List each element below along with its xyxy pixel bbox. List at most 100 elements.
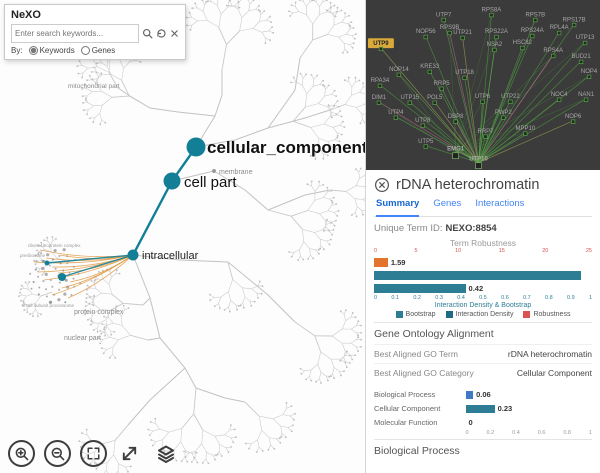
interaction-edge: [409, 101, 479, 163]
tree-leaf: [329, 1, 332, 4]
gene-node[interactable]: [441, 17, 446, 23]
term-node[interactable]: [44, 260, 50, 266]
tab-summary[interactable]: Summary: [376, 198, 420, 217]
interaction-edge: [398, 73, 479, 163]
search-by-keywords[interactable]: Keywords: [28, 46, 75, 55]
close-details-button[interactable]: [374, 177, 390, 193]
zoom-out-button[interactable]: [44, 440, 71, 467]
gene-node[interactable]: [396, 72, 402, 77]
gene-node[interactable]: [582, 40, 588, 46]
gene-node[interactable]: [377, 83, 383, 88]
cluster-node: [48, 300, 53, 304]
gene-node[interactable]: [557, 30, 562, 36]
gene-node[interactable]: [483, 134, 488, 139]
gene-label: RPA34: [371, 78, 390, 84]
tree-leaf: [357, 350, 359, 353]
refresh-icon[interactable]: [156, 28, 167, 39]
clear-search-icon[interactable]: [170, 29, 179, 38]
tree-leaf: [272, 31, 275, 34]
tab-interactions[interactable]: Interactions: [475, 198, 525, 209]
gene-node[interactable]: [407, 100, 412, 105]
gene-node[interactable]: [530, 33, 535, 39]
gene-node[interactable]: [423, 144, 428, 149]
gene-node[interactable]: [378, 46, 384, 52]
gene-node[interactable]: [427, 69, 432, 74]
term-node[interactable]: [163, 172, 181, 190]
tree-leaf: [32, 315, 34, 318]
tree-leaf: [331, 151, 334, 154]
gene-node[interactable]: [578, 59, 584, 65]
gene-node[interactable]: [420, 123, 425, 128]
gene-node[interactable]: [523, 131, 528, 136]
gene-node[interactable]: [501, 115, 506, 120]
gene-node[interactable]: [432, 100, 437, 105]
gene-label: NOP6: [565, 114, 582, 120]
fit-to-screen-button[interactable]: [80, 440, 107, 467]
tree-leaf: [310, 74, 313, 76]
tree-leaf: [97, 337, 100, 340]
tree-leaf: [230, 446, 232, 448]
tree-leaf: [288, 10, 290, 13]
term-label: small subunit processome: [22, 303, 75, 308]
tree-leaf: [322, 157, 325, 160]
gene-node[interactable]: [571, 22, 577, 28]
gene-node[interactable]: [447, 30, 452, 36]
tree-leaf: [336, 6, 339, 9]
interaction-edge: [478, 19, 536, 163]
layers-button[interactable]: [152, 440, 179, 467]
gene-node[interactable]: [508, 99, 513, 104]
tree-leaf: [78, 440, 81, 442]
gene-node[interactable]: [423, 34, 428, 40]
gene-node[interactable]: [583, 97, 589, 102]
tree-leaf: [100, 332, 103, 335]
tree-leaf: [316, 74, 318, 77]
zoom-in-button[interactable]: [8, 440, 35, 467]
fit-selected-button[interactable]: [116, 440, 143, 467]
term-node[interactable]: [186, 137, 206, 157]
gene-node[interactable]: [494, 34, 499, 40]
keywords-radio[interactable]: [28, 46, 38, 55]
search-icon[interactable]: [142, 28, 153, 39]
genes-radio[interactable]: [80, 46, 90, 55]
gene-node[interactable]: [393, 115, 399, 120]
gene-node[interactable]: [551, 53, 556, 59]
tree-leaf: [102, 269, 104, 272]
gene-node[interactable]: [462, 75, 467, 80]
gene-node[interactable]: [557, 97, 562, 102]
tab-genes[interactable]: Genes: [433, 198, 462, 209]
search-by-genes[interactable]: Genes: [80, 46, 115, 55]
gene-node[interactable]: [460, 35, 465, 41]
gene-node[interactable]: [475, 162, 482, 169]
gene-node[interactable]: [376, 100, 382, 105]
tree-leaf: [299, 72, 302, 75]
tree-leaf: [335, 203, 337, 205]
tree-leaf: [322, 79, 324, 82]
gene-node[interactable]: [453, 119, 458, 124]
term-node[interactable]: [127, 249, 139, 261]
search-by-label: By:: [11, 46, 23, 55]
tree-leaf: [340, 133, 343, 136]
gene-node[interactable]: [533, 17, 538, 23]
gene-node[interactable]: [439, 86, 444, 91]
gene-label: NSA2: [487, 42, 503, 48]
search-input[interactable]: [11, 24, 139, 43]
term-node[interactable]: [58, 273, 66, 281]
gene-node[interactable]: [570, 119, 576, 124]
gene-node[interactable]: [492, 47, 497, 53]
gene-node[interactable]: [452, 152, 459, 160]
tree-leaf: [127, 470, 129, 473]
term-node[interactable]: [212, 169, 216, 173]
term-label: intracellular: [142, 250, 199, 262]
interaction-edge: [478, 41, 586, 163]
gene-node[interactable]: [489, 12, 494, 18]
gene-node[interactable]: [520, 45, 525, 51]
interaction-edge: [478, 98, 560, 163]
tree-leaf: [55, 238, 57, 240]
tree-leaf: [331, 233, 334, 236]
gene-node[interactable]: [480, 99, 485, 104]
gene-node[interactable]: [586, 74, 592, 79]
tree-leaf: [18, 295, 20, 297]
tree-leaf: [309, 155, 312, 157]
